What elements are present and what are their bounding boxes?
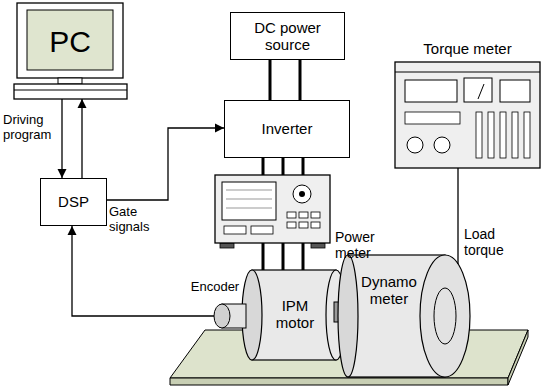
torque-meter-instrument bbox=[395, 62, 540, 168]
knob-center bbox=[299, 191, 305, 197]
node-label: Encoder bbox=[188, 280, 242, 295]
monitor-screen bbox=[27, 10, 113, 70]
instrument-bar bbox=[524, 112, 530, 158]
power-meter-instrument bbox=[215, 175, 330, 248]
instrument-button bbox=[311, 222, 320, 228]
instrument-bar bbox=[488, 112, 494, 158]
display-line bbox=[226, 190, 272, 191]
node-label: DC power source bbox=[243, 19, 333, 54]
display-line bbox=[226, 208, 272, 209]
dsp-box: DSP bbox=[40, 178, 107, 226]
signal-arrow bbox=[61, 99, 62, 178]
platform-side bbox=[508, 330, 528, 385]
gauge-window bbox=[464, 78, 492, 102]
instrument-display bbox=[500, 80, 530, 102]
instrument-button bbox=[299, 222, 308, 228]
edge-label: Driving program bbox=[3, 113, 58, 143]
instrument-slot bbox=[251, 226, 273, 234]
node-label: IPM motor bbox=[270, 297, 320, 332]
power-source-box: DC power source bbox=[230, 12, 345, 60]
gauge-needle bbox=[478, 84, 484, 99]
instrument-case bbox=[395, 62, 540, 168]
signal-arrow bbox=[81, 99, 82, 178]
instrument-knob bbox=[407, 137, 423, 153]
encoder: Encoder bbox=[214, 304, 246, 328]
torque-link bbox=[457, 168, 458, 264]
ipm-motor-body bbox=[242, 270, 346, 360]
torque-meter: Torque meter bbox=[395, 62, 540, 168]
base-line bbox=[14, 90, 127, 91]
instrument-case bbox=[215, 175, 330, 243]
node-label: Torque meter bbox=[395, 40, 540, 57]
instrument-slot bbox=[405, 112, 460, 124]
pc-monitor bbox=[14, 3, 127, 99]
dynamometer-rear bbox=[338, 255, 358, 377]
node-label: DSP bbox=[46, 193, 101, 210]
inverter-box: Inverter bbox=[224, 100, 350, 158]
instrument-button bbox=[287, 212, 296, 218]
power-cable bbox=[263, 243, 303, 270]
dynamometer-face bbox=[420, 255, 470, 377]
ipm-motor: IPM motor bbox=[242, 270, 336, 360]
monitor-stand bbox=[58, 78, 82, 84]
instrument-knob bbox=[293, 185, 311, 203]
monitor-frame bbox=[17, 3, 123, 78]
instrument-button bbox=[299, 212, 308, 218]
dynamometer-hub bbox=[434, 288, 456, 344]
instrument-slot bbox=[224, 226, 246, 234]
signal-arrow bbox=[107, 128, 224, 200]
dynamometer: Dynamo meter bbox=[338, 255, 470, 377]
node-label: Dynamo meter bbox=[360, 273, 418, 308]
node-label: Power meter bbox=[335, 229, 385, 261]
instrument-display bbox=[405, 80, 457, 102]
instrument-foot bbox=[311, 243, 325, 248]
computer-monitor: PC bbox=[14, 3, 127, 99]
edge-label: Load torque bbox=[464, 226, 520, 258]
instrument-knob bbox=[434, 137, 450, 153]
instrument-bar bbox=[512, 112, 518, 158]
instrument-button bbox=[287, 222, 296, 228]
instrument-bar bbox=[476, 112, 482, 158]
signal-arrow bbox=[72, 226, 214, 316]
dynamometer-body bbox=[338, 255, 470, 377]
platform-front bbox=[170, 378, 508, 385]
power-cable bbox=[270, 60, 300, 100]
power-cable bbox=[263, 158, 303, 175]
instrument-foot bbox=[220, 243, 234, 248]
instrument-display bbox=[222, 182, 276, 220]
edge-label: Gate signals bbox=[109, 205, 164, 235]
power-meter: Power meter bbox=[215, 175, 330, 243]
display-line bbox=[226, 199, 272, 200]
instrument-bar bbox=[500, 112, 506, 158]
encoder-body bbox=[214, 304, 246, 328]
node-label: PC bbox=[27, 25, 113, 60]
motor-body bbox=[252, 270, 336, 360]
instrument-button bbox=[311, 212, 320, 218]
node-label: Inverter bbox=[232, 120, 342, 137]
case-strip bbox=[395, 72, 540, 73]
computer-base bbox=[14, 84, 127, 99]
encoder-face bbox=[214, 304, 230, 328]
